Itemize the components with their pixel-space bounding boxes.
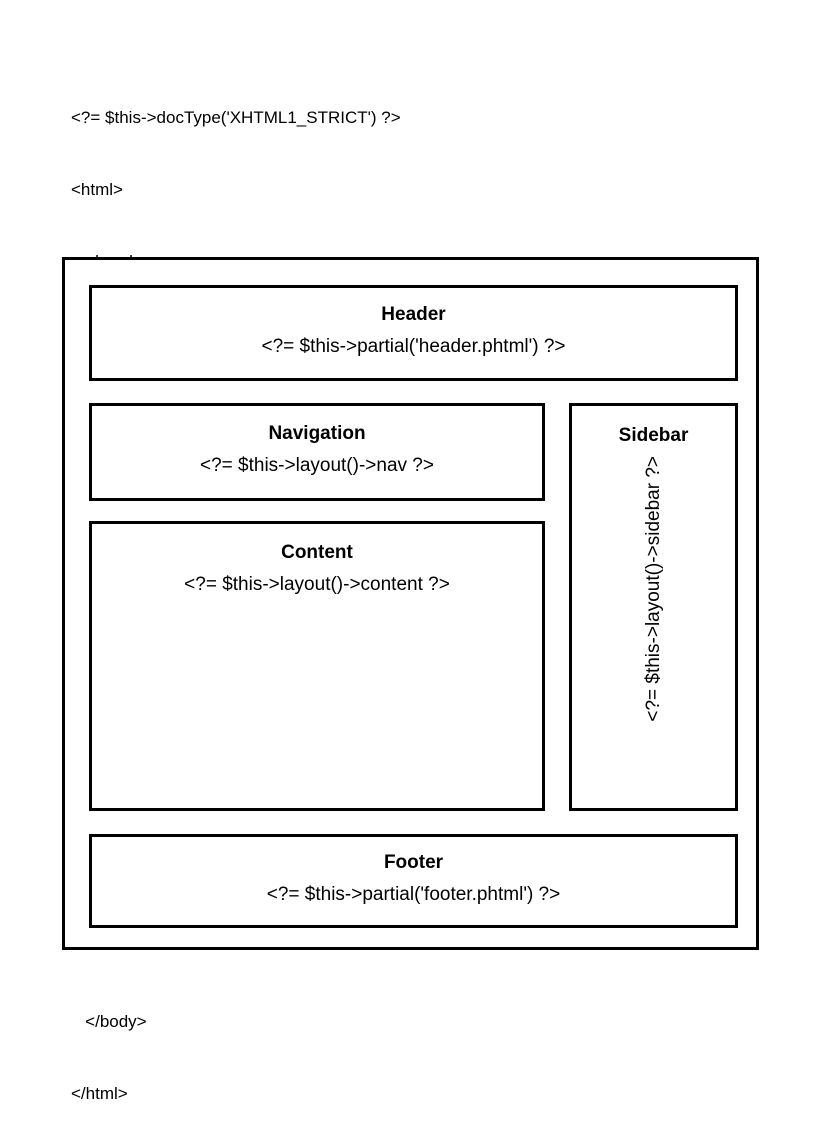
region-navigation: Navigation <?= $this->layout()->nav ?>: [89, 403, 545, 501]
region-footer: Footer <?= $this->partial('footer.phtml'…: [89, 834, 738, 928]
region-header-title: Header: [381, 304, 446, 325]
code-line: </html>: [71, 1084, 128, 1103]
region-sidebar-code: <?= $this->layout()->sidebar ?>: [643, 456, 664, 722]
code-line: </body>: [71, 1012, 147, 1031]
code-line: <?= $this->docType('XHTML1_STRICT') ?>: [71, 108, 401, 127]
region-content-code: <?= $this->layout()->content ?>: [184, 574, 450, 595]
region-sidebar-title: Sidebar: [618, 425, 689, 446]
body-container-box: Header <?= $this->partial('header.phtml'…: [62, 257, 759, 950]
region-footer-title: Footer: [383, 852, 444, 873]
region-content-title: Content: [281, 542, 353, 563]
region-header: Header <?= $this->partial('header.phtml'…: [89, 285, 738, 381]
region-navigation-code: <?= $this->layout()->nav ?>: [200, 455, 434, 476]
region-sidebar-code-wrapper: <?= $this->layout()->sidebar ?>: [572, 456, 735, 804]
region-header-code: <?= $this->partial('header.phtml') ?>: [261, 336, 566, 357]
region-footer-code: <?= $this->partial('footer.phtml') ?>: [266, 884, 561, 905]
region-sidebar: Sidebar <?= $this->layout()->sidebar ?>: [569, 403, 738, 811]
region-navigation-title: Navigation: [268, 423, 366, 444]
region-content: Content <?= $this->layout()->content ?>: [89, 521, 545, 811]
code-line: <html>: [71, 180, 123, 199]
code-listing-bottom: </body> </html>: [0, 962, 816, 1130]
